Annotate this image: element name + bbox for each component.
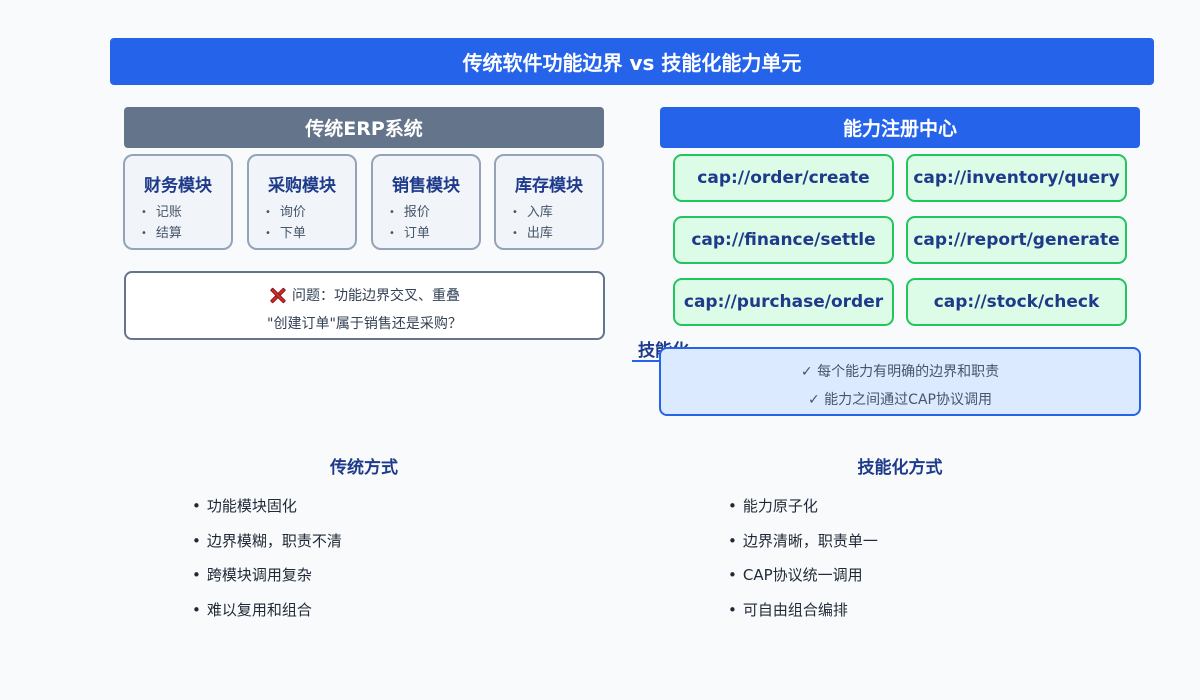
capability-order-create: cap://order/create (673, 154, 894, 202)
list-item: CAP协议统一调用 (728, 565, 878, 600)
benefit-text: ✓ 每个能力有明确的边界和职责 (800, 364, 1000, 380)
skill-label-underline (632, 360, 662, 362)
list-item: 跨模块调用复杂 (192, 565, 342, 600)
list-item: 难以复用和组合 (192, 600, 342, 635)
capability-stock-check: cap://stock/check (906, 278, 1127, 326)
skill-approach-list: 能力原子化 边界清晰，职责单一 CAP协议统一调用 可自由组合编排 (728, 496, 878, 634)
benefit-text: ✓ 能力之间通过CAP协议调用 (808, 392, 992, 408)
traditional-approach-list: 功能模块固化 边界模糊，职责不清 跨模块调用复杂 难以复用和组合 (192, 496, 342, 634)
benefit-box: ✓ 每个能力有明确的边界和职责 ✓ 能力之间通过CAP协议调用 (659, 347, 1141, 416)
module-item: 订单 (389, 224, 479, 245)
module-sales: 销售模块 报价 订单 (371, 154, 481, 250)
problem-question: "创建订单"属于销售还是采购？ (267, 316, 462, 332)
module-inventory: 库存模块 入库 出库 (494, 154, 604, 250)
module-purchase: 采购模块 询价 下单 (247, 154, 357, 250)
module-title: 库存模块 (515, 176, 583, 196)
problem-box: 问题：功能边界交叉、重叠 "创建订单"属于销售还是采购？ (124, 271, 605, 340)
capability-inventory-query: cap://inventory/query (906, 154, 1127, 202)
capability-finance-settle: cap://finance/settle (673, 216, 894, 264)
module-title: 销售模块 (392, 176, 460, 196)
module-title: 财务模块 (144, 176, 212, 196)
list-item: 可自由组合编排 (728, 600, 878, 635)
skill-approach-title: 技能化方式 (857, 458, 943, 478)
registry-section-header: 能力注册中心 (660, 107, 1140, 148)
cross-mark-icon (269, 287, 286, 304)
list-item: 能力原子化 (728, 496, 878, 531)
module-item: 报价 (389, 203, 479, 224)
capability-report-generate: cap://report/generate (906, 216, 1127, 264)
erp-section-header: 传统ERP系统 (124, 107, 604, 148)
module-finance: 财务模块 记账 结算 (123, 154, 233, 250)
list-item: 边界模糊，职责不清 (192, 531, 342, 566)
module-item: 结算 (141, 224, 231, 245)
problem-text: 问题：功能边界交叉、重叠 (292, 288, 460, 304)
module-item: 入库 (512, 203, 602, 224)
page-title: 传统软件功能边界 vs 技能化能力单元 (110, 38, 1154, 85)
list-item: 功能模块固化 (192, 496, 342, 531)
traditional-approach-title: 传统方式 (330, 458, 398, 478)
list-item: 边界清晰，职责单一 (728, 531, 878, 566)
module-item: 记账 (141, 203, 231, 224)
module-item: 出库 (512, 224, 602, 245)
module-title: 采购模块 (268, 176, 336, 196)
module-item: 询价 (265, 203, 355, 224)
module-item: 下单 (265, 224, 355, 245)
capability-purchase-order: cap://purchase/order (673, 278, 894, 326)
